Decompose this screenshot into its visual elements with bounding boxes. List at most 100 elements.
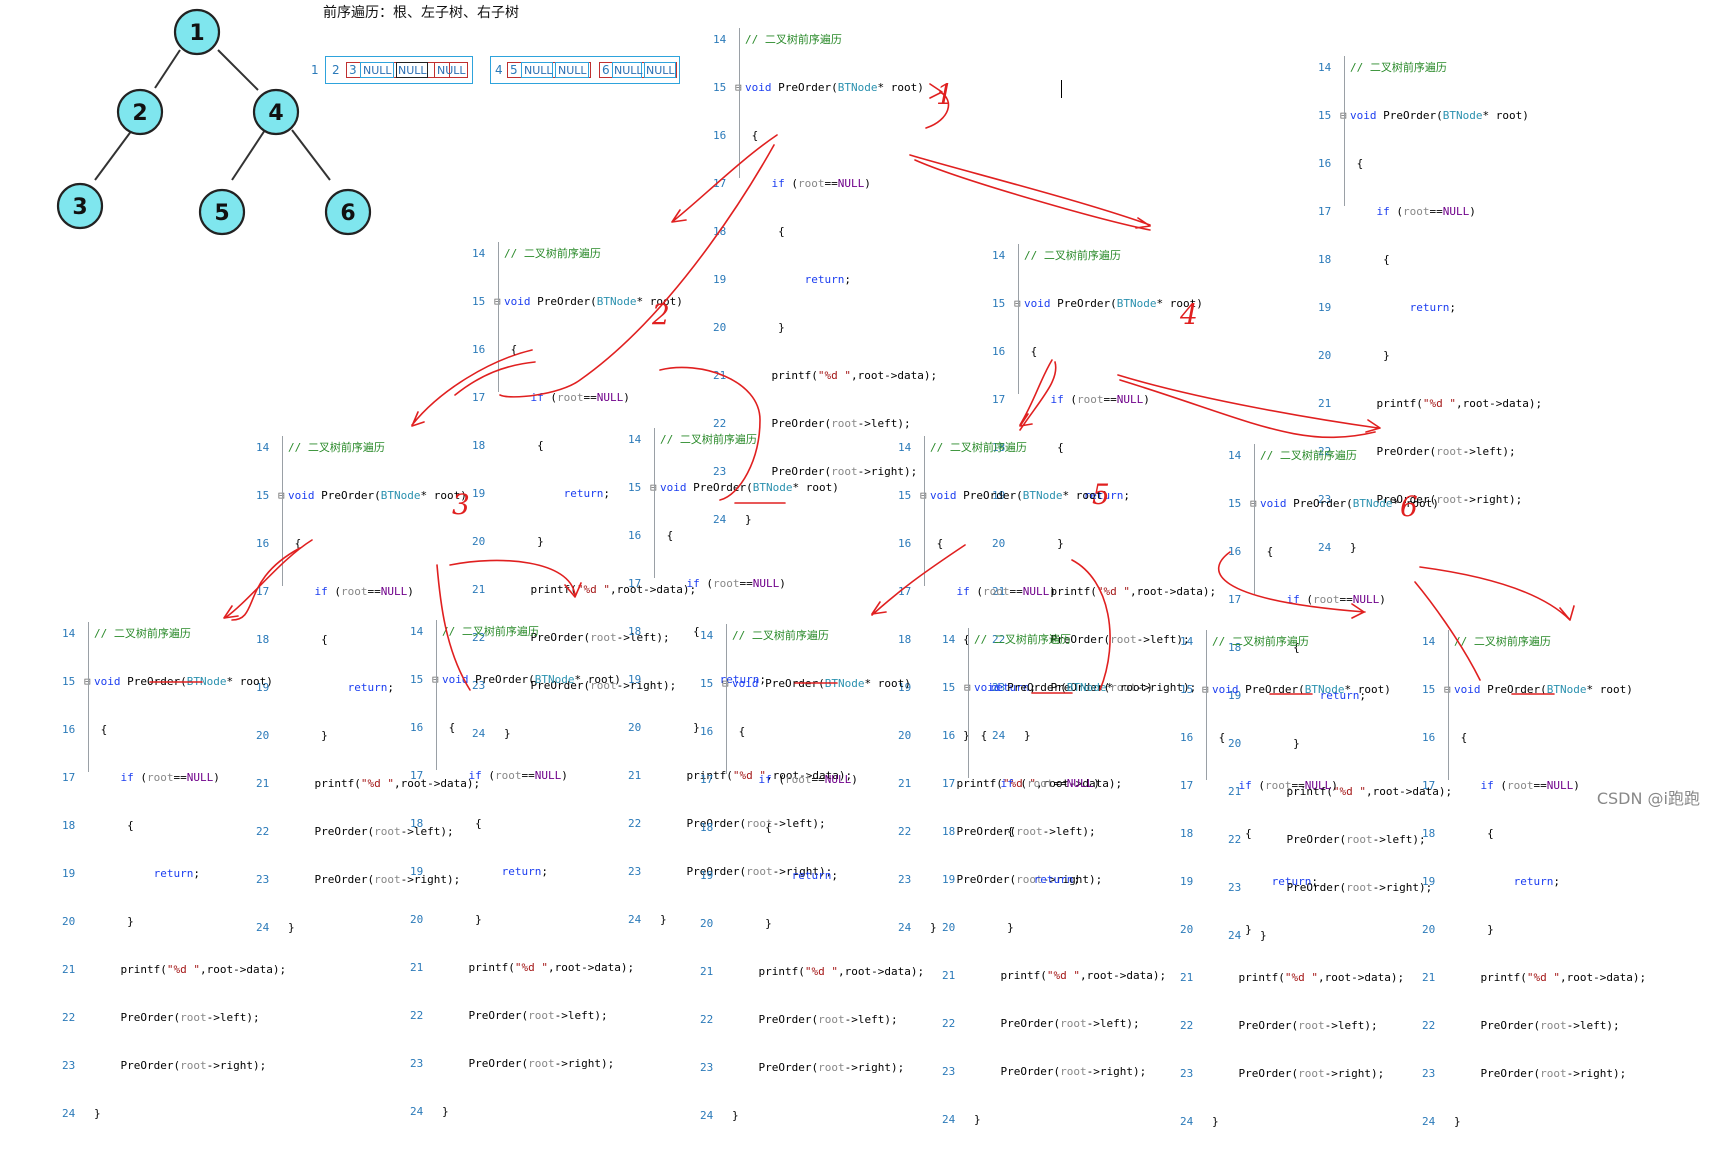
tree-node-3: 3 (56, 182, 104, 230)
code-line-21: 21 printf("%d ",root->data); (1180, 971, 1405, 984)
code-line-20: 20 } (410, 913, 482, 926)
code-line-14: 14 // 二叉树前序遍历 (942, 633, 1071, 646)
code-line-17: 17 if (root==NULL) (628, 577, 786, 590)
collapse-icon[interactable]: ⊟ (964, 680, 974, 696)
code-line-24: 24 } (1422, 1115, 1461, 1128)
collapse-icon[interactable]: ⊟ (920, 488, 930, 504)
code-line-20: 20 } (1180, 923, 1252, 936)
step-label-3: 3 (452, 488, 470, 521)
strip-value-5: 5 (510, 63, 518, 77)
code-line-21: 21 printf("%d ",root->data); (1422, 971, 1647, 984)
fold-guide-line (88, 622, 89, 772)
code-line-17: 17 if (root==NULL) (898, 585, 1056, 598)
code-line-14: 14 // 二叉树前序遍历 (898, 441, 1027, 454)
collapse-icon[interactable]: ⊟ (722, 676, 732, 692)
watermark: CSDN @i跑跑 (1596, 789, 1700, 808)
code-line-19: 19 return; (472, 487, 610, 500)
code-line-19: 19 return; (1318, 301, 1456, 314)
strip-null-cell (521, 62, 553, 78)
code-line-16: 16 { (700, 725, 746, 738)
collapse-icon[interactable]: ⊟ (735, 80, 745, 96)
fold-guide-line (726, 624, 727, 774)
tree-node-6: 6 (324, 188, 372, 236)
code-line-14: 14 // 二叉树前序遍历 (628, 433, 757, 446)
null-strip-right: 4 5 NULL NULL 6 NULL NULL (490, 56, 680, 84)
collapse-icon[interactable]: ⊟ (432, 672, 442, 688)
code-line-14: 14 // 二叉树前序遍历 (1180, 635, 1309, 648)
strip-value-1: 1 (311, 63, 319, 77)
code-line-16: 16 { (713, 129, 759, 142)
code-block-13: 14 // 二叉树前序遍历 15⊟void PreOrder(BTNode* r… (1180, 602, 1404, 1162)
collapse-icon[interactable]: ⊟ (1202, 682, 1212, 698)
strip-null-5: NULL (558, 64, 587, 77)
code-line-17: 17 if (root==NULL) (992, 393, 1150, 406)
strip-null-cell (396, 62, 428, 78)
code-line-16: 16 { (256, 537, 302, 550)
code-line-16: 16 { (1228, 545, 1274, 558)
svg-text:3: 3 (72, 195, 87, 220)
code-line-24: 24 } (992, 729, 1031, 742)
code-line-14: 14 // 二叉树前序遍历 (1422, 635, 1551, 648)
strip-null-7: NULL (646, 64, 675, 77)
code-line-21: 21 printf("%d ",root->data); (628, 769, 853, 782)
code-line-14: 14 // 二叉树前序遍历 (256, 441, 385, 454)
tree-node-4: 4 (252, 88, 300, 136)
edge-4-5 (231, 129, 266, 181)
code-line-24: 24 } (942, 1113, 981, 1126)
collapse-icon[interactable]: ⊟ (84, 674, 94, 690)
collapse-icon[interactable]: ⊟ (494, 294, 504, 310)
null-strip-left: 1 2 3 NULL NULL NULL (311, 56, 473, 84)
code-line-16: 16 { (1422, 731, 1468, 744)
code-line-16: 16 { (62, 723, 108, 736)
fold-guide-line (1344, 56, 1345, 206)
step-label-6: 6 (1400, 490, 1418, 523)
code-line-22: 22 PreOrder(root->left); (1318, 445, 1516, 458)
code-line-23: 23 PreOrder(root->right); (700, 1061, 905, 1074)
code-line-22: 22 PreOrder(root->left); (1422, 1019, 1620, 1032)
code-line-16: 16 { (1318, 157, 1364, 170)
tree-node-1: 1 (173, 8, 221, 56)
code-block-12: 14 // 二叉树前序遍历 15⊟void PreOrder(BTNode* r… (942, 600, 1166, 1160)
code-line-21: 21 printf("%d ",root->data); (898, 777, 1123, 790)
code-line-17: 17 if (root==NULL) (942, 777, 1100, 790)
code-line-19: 19 return; (700, 869, 838, 882)
tree-node-2: 2 (116, 88, 164, 136)
strip-null-cell (555, 62, 589, 78)
code-line-17: 17 if (root==NULL) (1422, 779, 1580, 792)
code-line-16: 16 { (898, 537, 944, 550)
svg-text:2: 2 (132, 101, 147, 126)
code-line-15: 15⊟void PreOrder(BTNode* root) (1318, 108, 1529, 124)
code-line-17: 17 if (root==NULL) (1318, 205, 1476, 218)
edge-1-4 (217, 49, 259, 91)
fold-guide-line (1018, 244, 1019, 394)
text-cursor (1061, 80, 1062, 98)
code-line-22: 22 PreOrder(root->left); (700, 1013, 898, 1026)
traversal-title: 前序遍历：根、左子树、右子树 (323, 5, 519, 21)
code-line-15: 15⊟void PreOrder(BTNode* root) (410, 672, 621, 688)
strip-value-4: 4 (495, 63, 503, 77)
code-line-16: 16 { (992, 345, 1038, 358)
code-line-23: 23 PreOrder(root->right); (1422, 1067, 1627, 1080)
code-line-15: 15⊟void PreOrder(BTNode* root) (62, 674, 273, 690)
code-line-20: 20 } (942, 921, 1014, 934)
code-line-16: 16 { (628, 529, 674, 542)
fold-guide-line (1206, 630, 1207, 780)
collapse-icon[interactable]: ⊟ (1340, 108, 1350, 124)
svg-text:6: 6 (340, 201, 355, 226)
collapse-icon[interactable]: ⊟ (650, 480, 660, 496)
code-line-17: 17 if (root==NULL) (700, 773, 858, 786)
collapse-icon[interactable]: ⊟ (1444, 682, 1454, 698)
code-line-24: 24 } (700, 1109, 739, 1122)
code-line-23: 23 PreOrder(root->right); (62, 1059, 267, 1072)
code-line-20: 20 } (1318, 349, 1390, 362)
collapse-icon[interactable]: ⊟ (1250, 496, 1260, 512)
strip-null-2: NULL (398, 64, 427, 77)
strip-null-cell (612, 62, 642, 78)
code-line-21: 21 printf("%d ",root->data); (410, 961, 635, 974)
collapse-icon[interactable]: ⊟ (1014, 296, 1024, 312)
code-line-21: 21 printf("%d ",root->data); (1318, 397, 1543, 410)
step-label-2: 2 (652, 298, 670, 331)
code-line-20: 20 } (898, 729, 970, 742)
code-line-19: 19 return; (713, 273, 851, 286)
collapse-icon[interactable]: ⊟ (278, 488, 288, 504)
